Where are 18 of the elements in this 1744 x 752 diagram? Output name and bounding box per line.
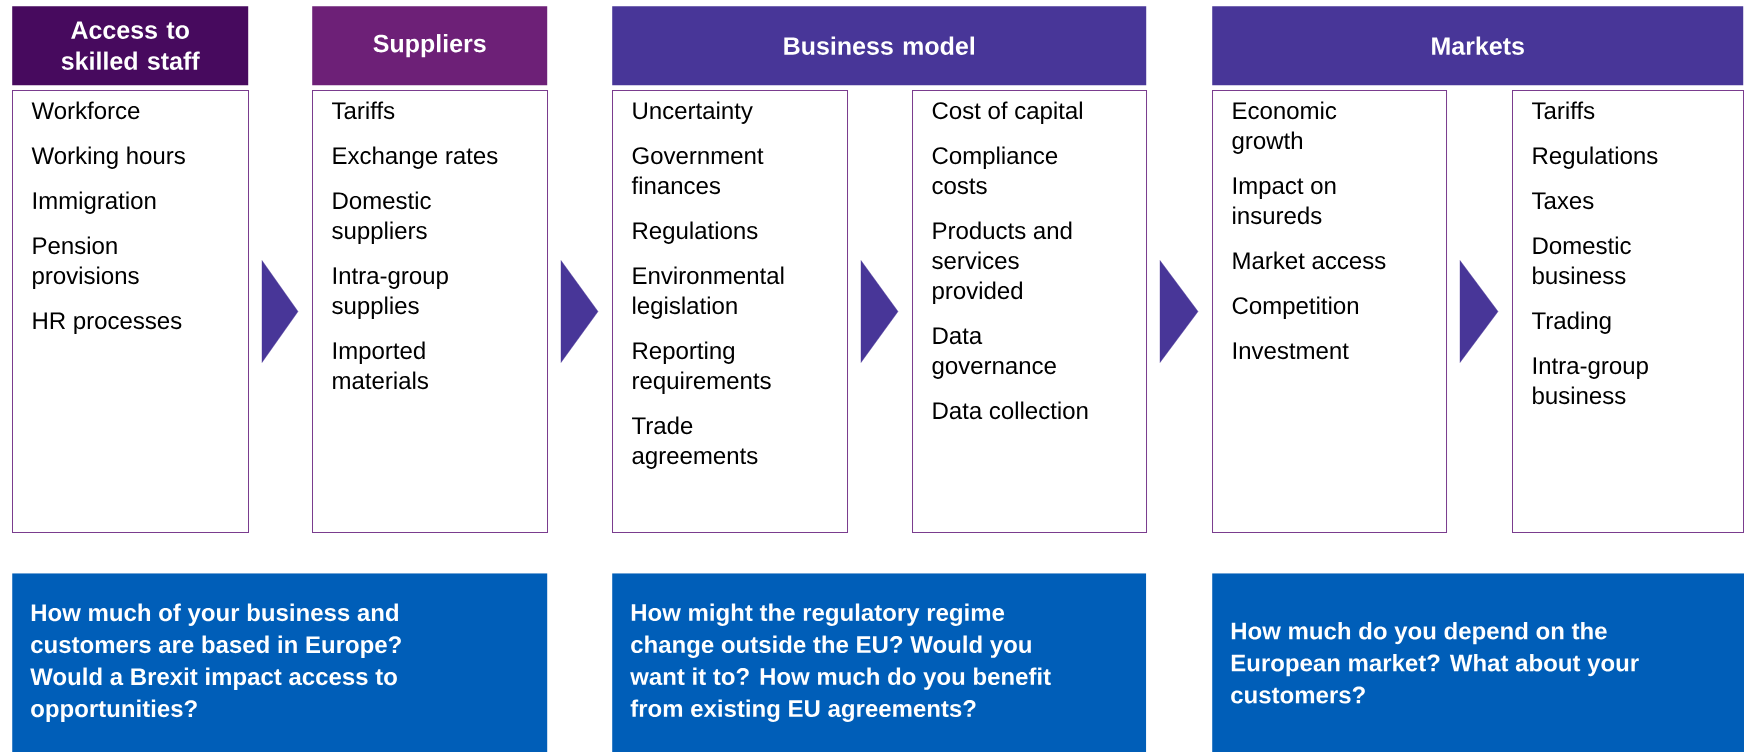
- question-box: How much of your business and customers are based in Europe? Would a Brexit impact access to opportunities?: [12, 573, 548, 752]
- factor-box: Economic growth Impact on insureds Market access Competition Investment: [1212, 90, 1447, 533]
- question-box: How might the regulatory regime change outside the EU? Would you want it to? How much do you benefit from existing EU agreements?: [612, 573, 1147, 752]
- chevron-arrow: [261, 260, 299, 363]
- chevron-arrow: [1459, 260, 1499, 363]
- factor-box: Cost of capital Compliance costs Products and services provided Data governance Data collection: [912, 90, 1147, 533]
- column-header: Business model: [612, 6, 1147, 86]
- question-box: How much do you depend on the European market? What about your customers?: [1212, 573, 1744, 752]
- chevron-arrow: [560, 260, 599, 363]
- factor-box: Tariffs Regulations Taxes Domestic business Trading Intra-group business: [1512, 90, 1744, 533]
- factor-box: Tariffs Exchange rates Domestic suppliers Intra-group supplies Imported materials: [312, 90, 548, 533]
- factor-box: Uncertainty Government finances Regulations Environmental legislation Reporting requirements Trade agreements: [612, 90, 848, 533]
- chevron-arrow: [1159, 260, 1199, 363]
- column-header: Markets: [1212, 6, 1744, 86]
- column-header: Suppliers: [312, 6, 548, 86]
- factor-box: Workforce Working hours Immigration Pension provisions HR processes: [12, 90, 249, 533]
- column-header: Access to skilled staff: [12, 6, 249, 86]
- chevron-arrow: [860, 260, 899, 363]
